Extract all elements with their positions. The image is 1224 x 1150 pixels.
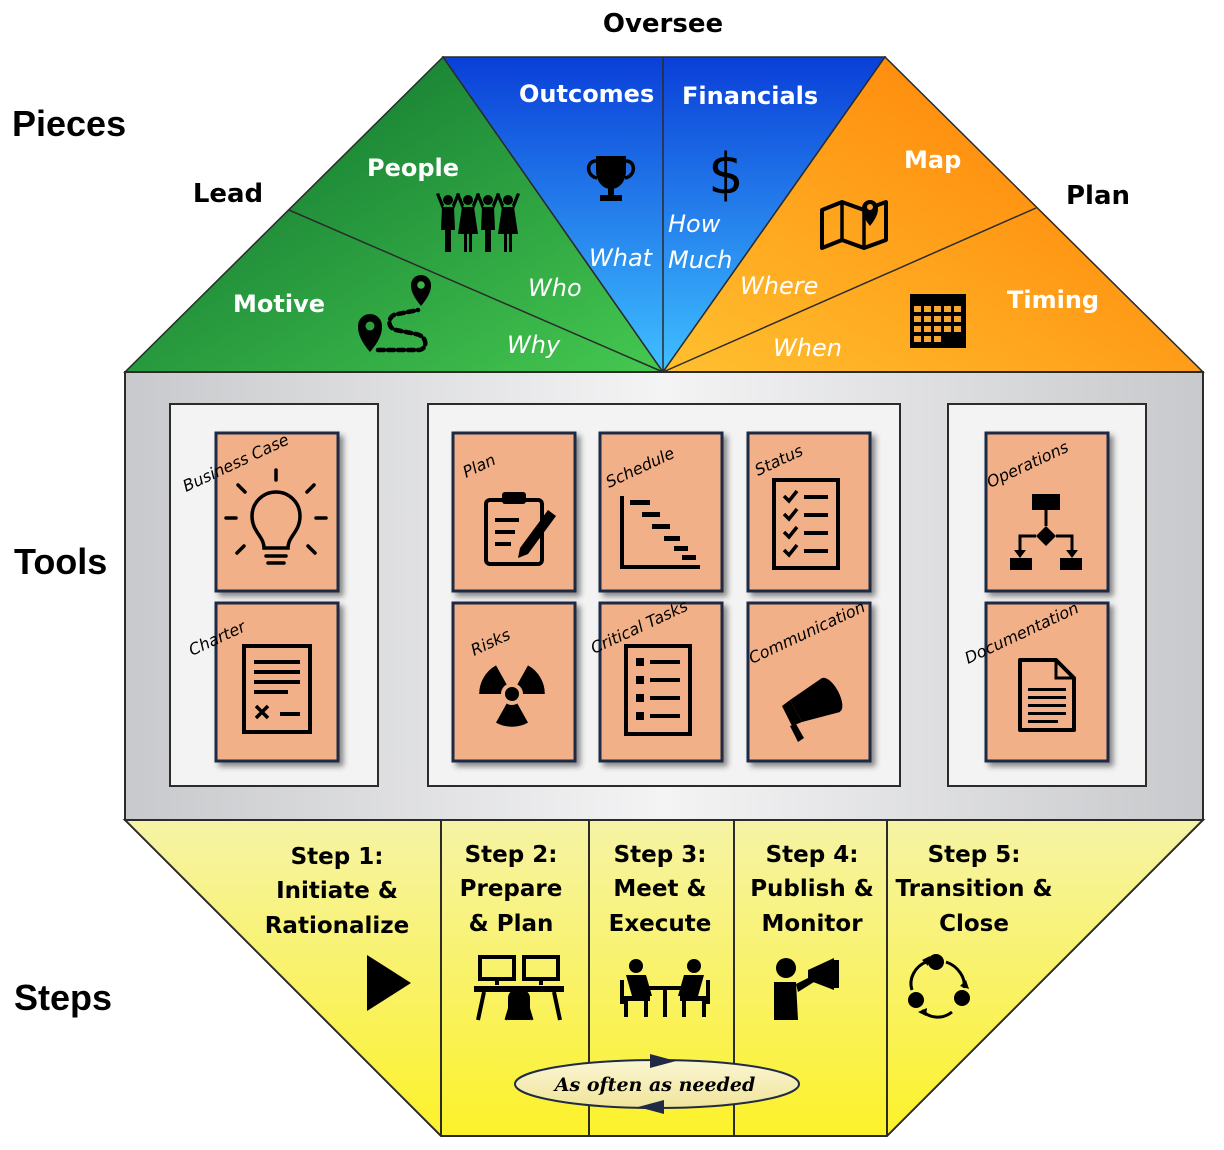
tool-card-documentation: Documentation (962, 598, 1110, 763)
timing-title: Timing (1007, 286, 1099, 314)
tool-card-operations: Operations (984, 431, 1110, 593)
play-icon (367, 955, 411, 1011)
task-list-icon (624, 644, 692, 736)
gantt-chart-icon (620, 496, 700, 569)
route-pin-icon (358, 275, 431, 353)
trophy-icon (586, 156, 636, 201)
megaphone-icon (782, 677, 843, 742)
loop-arrow-right-icon (650, 1054, 676, 1068)
step-4-line3: Monitor (761, 911, 863, 937)
map-pin-icon (820, 200, 888, 250)
charter-document-icon (242, 644, 312, 734)
motive-title: Motive (233, 290, 325, 318)
step-2-line3: & Plan (469, 911, 554, 937)
people-question: Who (528, 274, 582, 302)
lead-label: Lead (193, 179, 263, 209)
tools-label: Tools (14, 541, 107, 582)
document-icon (1018, 658, 1076, 732)
tool-card-plan: Plan (451, 431, 577, 593)
loop-label: As often as needed (553, 1074, 755, 1096)
tool-card-business-case: Business Case (180, 430, 340, 593)
map-question: Where (740, 272, 818, 300)
tool-card-charter: Charter (186, 601, 340, 763)
loop-indicator: As often as needed (514, 1054, 800, 1114)
financials-question-much: Much (668, 246, 732, 274)
dollar-icon: $ (708, 142, 744, 207)
timing-question: When (773, 334, 842, 362)
step-1-number: Step 1: (291, 844, 384, 870)
workstations-icon (474, 955, 564, 1021)
step-5-number: Step 5: (928, 842, 1021, 868)
step-4-line2: Publish & (750, 876, 874, 902)
team-icon (436, 193, 520, 252)
financials-title: Financials (682, 82, 818, 110)
pieces-region (123, 55, 1205, 374)
checklist-icon (772, 478, 840, 570)
tool-card-critical-tasks: Critical Tasks (588, 596, 724, 763)
radiation-icon (479, 665, 545, 727)
step-1-line2: Initiate & (276, 878, 398, 904)
oversee-label: Oversee (603, 9, 723, 39)
person-megaphone-icon (774, 958, 839, 1020)
financials-question-how: How (668, 210, 721, 238)
lightbulb-icon (224, 468, 328, 565)
map-title: Map (904, 146, 961, 174)
calendar-icon (910, 294, 966, 348)
step-5: Step 5: Transition & Close (895, 842, 1053, 1019)
pieces-label: Pieces (12, 103, 126, 144)
plan-label: Plan (1066, 181, 1130, 211)
step-3: Step 3: Meet & Execute (609, 842, 712, 1017)
step-3-line3: Execute (609, 911, 712, 937)
step-1: Step 1: Initiate & Rationalize (265, 844, 411, 1011)
flowchart-icon (1010, 494, 1082, 570)
step-4-number: Step 4: (766, 842, 859, 868)
motive-question: Why (507, 331, 561, 359)
tool-card-status: Status (746, 431, 872, 593)
lead-divider (288, 209, 664, 373)
meeting-icon (620, 959, 710, 1017)
loop-arrow-left-icon (638, 1100, 664, 1114)
plan-divider (662, 207, 1037, 373)
step-3-line2: Meet & (613, 876, 706, 902)
outcomes-title: Outcomes (519, 80, 654, 108)
step-2-number: Step 2: (465, 842, 558, 868)
step-4: Step 4: Publish & Monitor (750, 842, 874, 1020)
step-5-line2: Transition & (895, 876, 1052, 902)
step-5-line3: Close (939, 911, 1009, 937)
people-title: People (367, 154, 459, 182)
outcomes-question: What (589, 244, 654, 272)
step-3-number: Step 3: (614, 842, 707, 868)
tool-card-schedule: Schedule (598, 431, 724, 593)
tool-card-risks: Risks (451, 601, 577, 763)
step-2-line2: Prepare (460, 876, 563, 902)
cycle-icon (908, 954, 970, 1019)
clipboard-pencil-icon (484, 492, 556, 566)
steps-label: Steps (14, 977, 112, 1018)
tool-card-communication: Communication (746, 597, 872, 763)
step-2: Step 2: Prepare & Plan (460, 842, 564, 1021)
step-1-line3: Rationalize (265, 913, 410, 939)
